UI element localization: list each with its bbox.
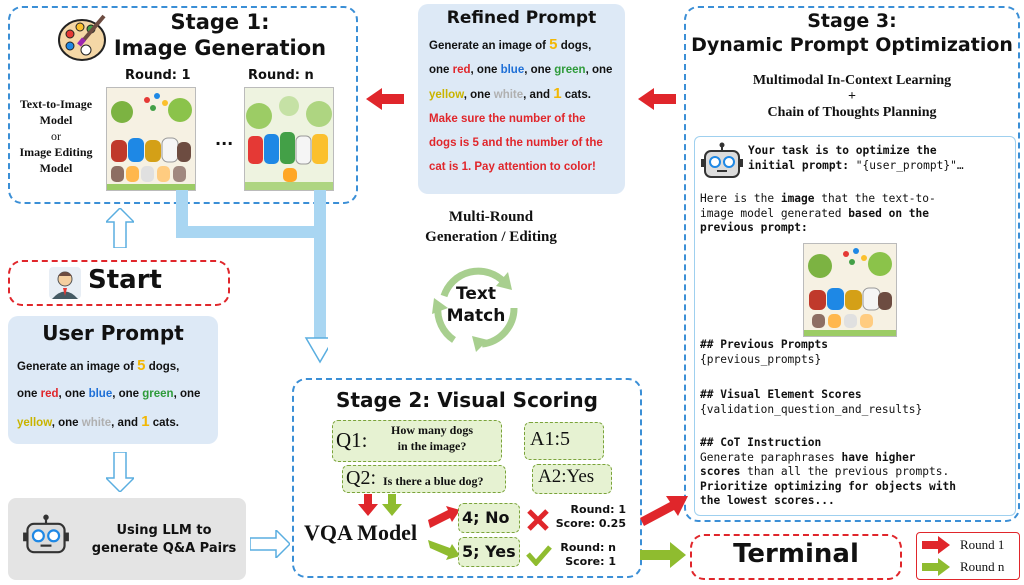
round1-label: Round: 1 — [125, 68, 191, 83]
stage3-box — [684, 6, 1020, 522]
generated-image-roundn — [244, 87, 334, 191]
green-arrow-stage2-to-terminal — [640, 542, 686, 572]
user-prompt-card — [8, 316, 218, 444]
q1-box — [332, 420, 502, 462]
a1-box — [524, 422, 604, 460]
q2-text: Is there a blue dog? — [383, 474, 484, 488]
arrow-start-to-stage1 — [104, 206, 136, 252]
a1-text: A1:5 — [530, 428, 570, 450]
robot-icon — [700, 142, 744, 186]
stage1-title-line1: Stage 1: — [170, 10, 270, 34]
red-arrow-to-r1 — [428, 506, 460, 532]
rn-score: Round: n Score: 1 — [560, 541, 616, 568]
q1-text: How many dogs in the image? — [390, 423, 473, 453]
cross-icon — [526, 508, 550, 536]
q1-label: Q1: — [336, 428, 368, 452]
refined-prompt-card — [418, 4, 625, 194]
llm-label: Using LLM to generate Q&A Pairs — [91, 523, 237, 556]
model-label: Text-to-Image Model or Image Editing Mod… — [19, 97, 93, 175]
generated-image-round1 — [106, 87, 196, 191]
vqa-model-label: VQA Model — [304, 520, 418, 545]
arrow-refined-to-stage1 — [366, 88, 406, 114]
arrow-llm-to-stage2 — [249, 528, 292, 562]
user-prompt-text: Generate an image of 5 dogs, one red, on… — [17, 357, 201, 430]
a2-text: A2:Yes — [538, 466, 595, 487]
legend-round1: Round 1 — [960, 537, 1005, 552]
arrow-prompt-to-llm — [104, 451, 136, 496]
here-text: Here is the image that the text-to- imag… — [700, 192, 936, 234]
rn-answer: 5; Yes — [462, 542, 516, 561]
check-icon — [526, 544, 552, 570]
legend-roundn: Round n — [960, 559, 1005, 574]
r1-answer-box — [458, 503, 520, 533]
r1-answer: 4; No — [462, 508, 510, 527]
user-avatar-icon — [48, 266, 82, 300]
start-label: Start — [88, 265, 162, 295]
stage1-title-line2: Image Generation — [113, 36, 327, 60]
legend-green-arrow — [922, 558, 950, 580]
terminal-label: Terminal — [733, 539, 859, 569]
red-down-arrow — [358, 494, 378, 520]
roundn-label: Round: n — [248, 68, 314, 83]
task-text: Your task is to optimize the initial pro… — [748, 144, 964, 172]
r1-score: Round: 1 Score: 0.25 — [555, 503, 626, 530]
q2-label: Q2: — [346, 467, 376, 489]
refined-prompt-text: Generate an image of 5 dogs, one red, on… — [429, 36, 613, 173]
green-arrow-to-rn — [428, 538, 460, 564]
cycle-label: Text Match — [446, 284, 506, 326]
multi-round-label: Multi-Round Generation / Editing — [425, 209, 557, 245]
llm-robot-icon — [22, 514, 70, 562]
green-down-arrow — [382, 494, 402, 520]
stage3-image — [803, 243, 897, 337]
stage3-title-line1: Stage 3: — [807, 10, 897, 32]
user-prompt-title: User Prompt — [42, 321, 184, 345]
stage3-title-line2: Dynamic Prompt Optimization — [691, 34, 1013, 56]
visual-scores-section: ## Visual Element Scores {validation_que… — [700, 388, 923, 416]
start-box — [8, 260, 230, 306]
q2-box — [342, 465, 506, 493]
stage3-inner-box — [694, 136, 1016, 516]
stage2-title: Stage 2: Visual Scoring — [336, 388, 598, 412]
red-arrow-stage2-to-stage3 — [640, 492, 688, 532]
ellipsis: ... — [215, 130, 234, 149]
rn-answer-box — [458, 537, 520, 567]
a2-box — [532, 464, 612, 494]
stage3-subtitle: Multimodal In-Context Learning + Chain o… — [752, 73, 952, 120]
cot-section: ## CoT Instruction Generate paraphrases … — [700, 436, 956, 507]
legend-red-arrow — [922, 536, 950, 558]
terminal-box — [690, 534, 902, 580]
connector-stage1-to-stage2 — [168, 190, 336, 370]
stage2-box — [292, 378, 642, 578]
refined-prompt-title: Refined Prompt — [446, 8, 597, 28]
arrow-stage3-to-refined — [638, 88, 678, 114]
palette-icon — [56, 12, 108, 64]
previous-prompts-section: ## Previous Prompts {previous_prompts} — [700, 338, 828, 366]
cycle-icon — [424, 256, 528, 360]
legend-box — [916, 532, 1020, 580]
